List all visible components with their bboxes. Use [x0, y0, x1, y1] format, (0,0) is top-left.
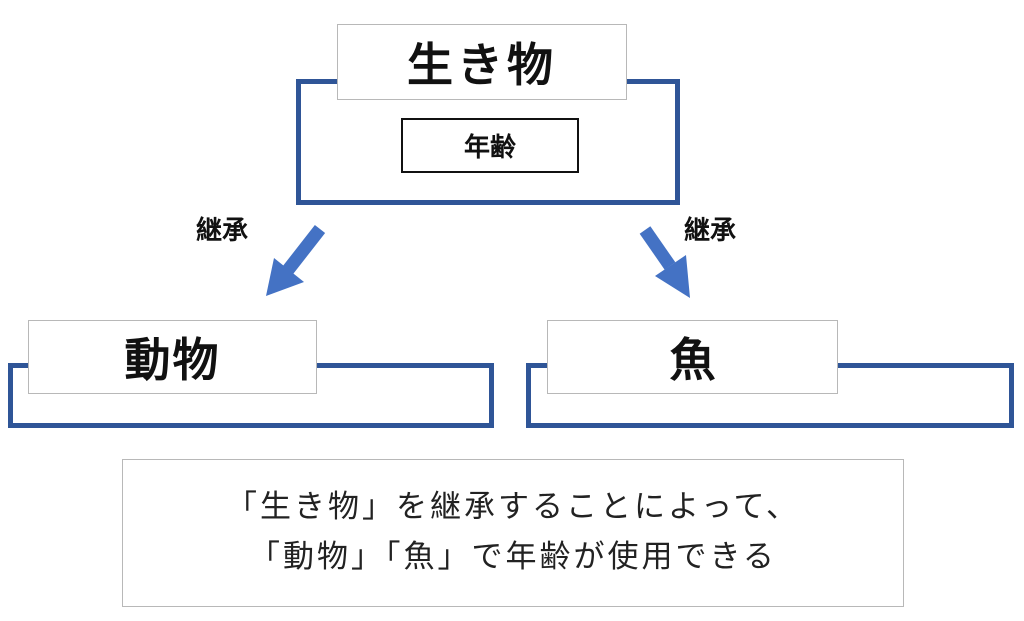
caption-box: 「生き物」を継承することによって、 「動物」「魚」で年齢が使用できる	[122, 459, 904, 607]
parent-attribute-box: 年齢	[401, 118, 579, 173]
parent-attribute-label: 年齢	[463, 133, 516, 163]
inherit-arrow-right	[639, 226, 690, 298]
inherit-arrow-left	[266, 225, 326, 296]
caption-line-1: 「生き物」を継承することによって、	[226, 489, 800, 526]
child-class-title-box-animal: 動物	[28, 320, 317, 394]
parent-class-title-box: 生き物	[337, 24, 627, 100]
child-class-title-fish: 魚	[669, 333, 716, 387]
parent-class-title: 生き物	[407, 38, 557, 92]
inherit-label-right: 継承	[684, 216, 737, 246]
child-class-title-box-fish: 魚	[547, 320, 838, 394]
caption-line-2: 「動物」「魚」で年齢が使用できる	[249, 539, 777, 575]
inherit-label-left: 継承	[196, 216, 249, 246]
child-class-title-animal: 動物	[124, 333, 221, 387]
